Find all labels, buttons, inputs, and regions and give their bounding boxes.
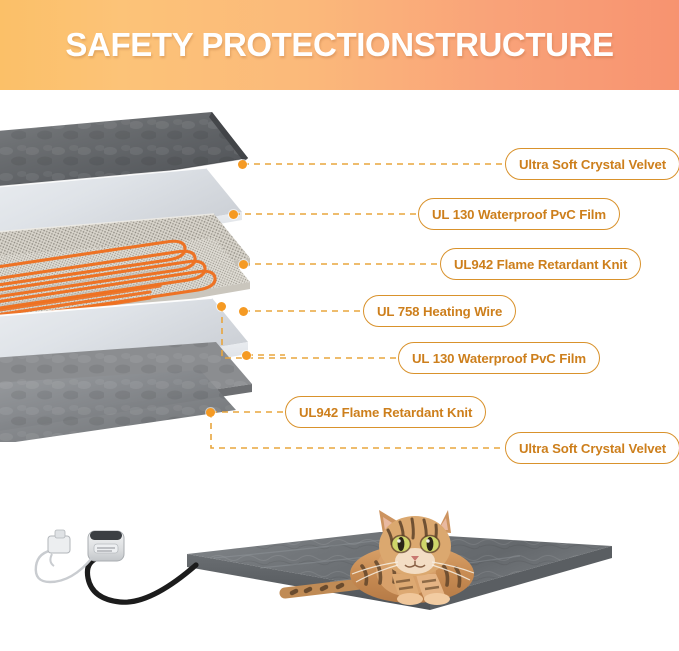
layer-stack-illustration <box>0 92 360 442</box>
marker-dot-4 <box>239 307 248 316</box>
cat <box>279 510 475 605</box>
marker-dot-7 <box>206 408 215 417</box>
label-ul130-waterproof-pvc-film-top[interactable]: UL 130 Waterproof PvC Film <box>418 198 621 230</box>
cat-front-legs <box>392 574 450 605</box>
label-ul942-flame-retardant-knit-top[interactable]: UL942 Flame Retardant Knit <box>440 248 642 280</box>
cat-head <box>351 510 475 583</box>
product-photo <box>0 470 679 651</box>
label-ul130-waterproof-pvc-film-bottom[interactable]: UL 130 Waterproof PvC Film <box>398 342 601 374</box>
marker-dot-3 <box>239 260 248 269</box>
page-title: SAFETY PROTECTIONSTRUCTURE <box>65 26 614 63</box>
header-banner: SAFETY PROTECTIONSTRUCTURE <box>0 0 679 90</box>
power-plug <box>47 529 71 567</box>
label-ultra-soft-crystal-velvet-bottom[interactable]: Ultra Soft Crystal Velvet <box>505 432 679 464</box>
controller <box>87 530 125 562</box>
label-ultra-soft-crystal-velvet-top[interactable]: Ultra Soft Crystal Velvet <box>505 148 679 180</box>
marker-dot-2 <box>229 210 238 219</box>
marker-dot-5 <box>217 302 226 311</box>
marker-dot-1 <box>238 160 247 169</box>
power-cord-assembly <box>34 529 199 605</box>
layer-1-velvet <box>0 112 249 199</box>
layer-7-velvet <box>0 370 236 442</box>
label-ul758-heating-wire[interactable]: UL 758 Heating Wire <box>363 295 517 327</box>
label-ul942-flame-retardant-knit-bottom[interactable]: UL942 Flame Retardant Knit <box>285 396 487 428</box>
marker-dot-6 <box>242 351 251 360</box>
